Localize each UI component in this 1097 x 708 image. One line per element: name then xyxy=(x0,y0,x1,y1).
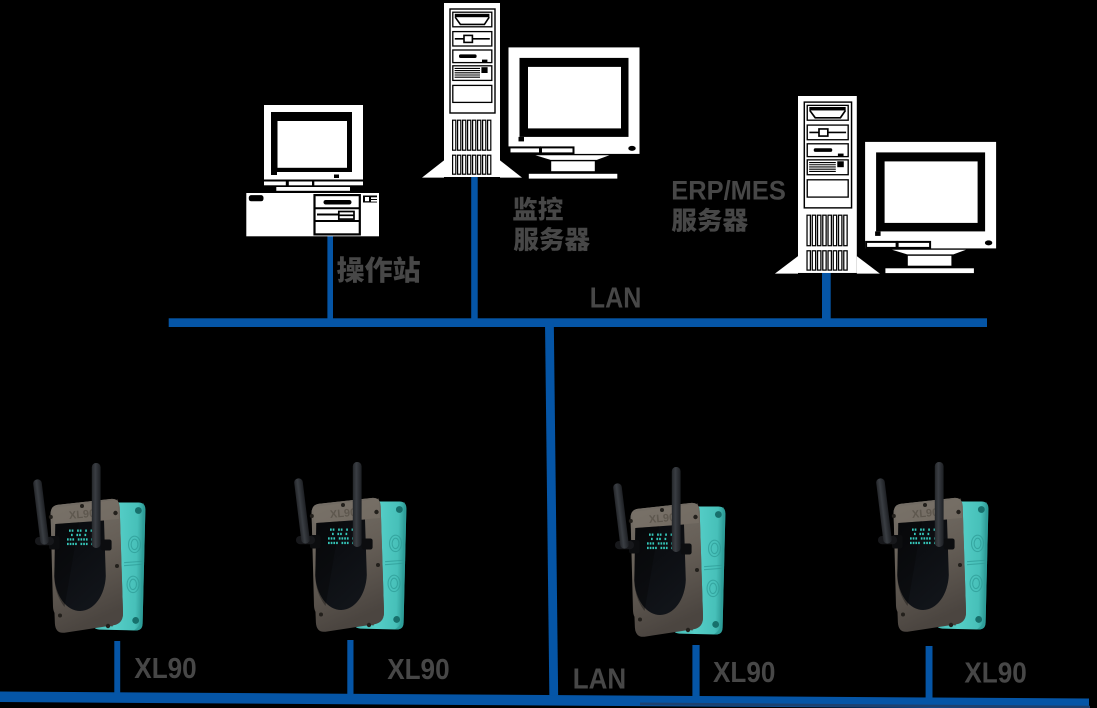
svg-text:LAN: LAN xyxy=(573,664,626,696)
svg-text:XL90: XL90 xyxy=(964,657,1026,689)
svg-text:XL90: XL90 xyxy=(387,654,449,686)
svg-text:XL90: XL90 xyxy=(134,653,196,685)
svg-text:XL90: XL90 xyxy=(713,657,775,689)
svg-text:LAN: LAN xyxy=(590,282,642,314)
svg-text:ERP/MES: ERP/MES xyxy=(671,174,786,205)
